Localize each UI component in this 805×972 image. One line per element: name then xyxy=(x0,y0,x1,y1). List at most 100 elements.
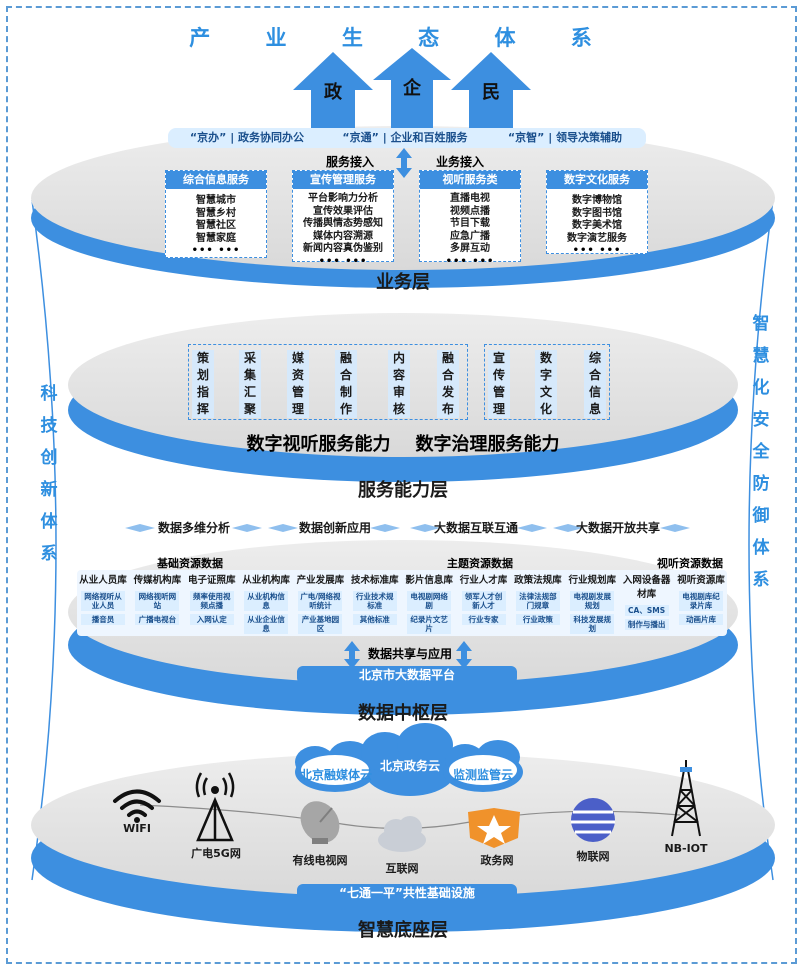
svc-item: 智慧城市 xyxy=(196,195,236,206)
svc-item: 智慧家庭 xyxy=(196,232,236,244)
database-head: 技术标准库 xyxy=(351,575,399,586)
database-column[interactable]: 入网设备器材库 CA、SMS 制作与播出 xyxy=(622,574,672,634)
big-data-platform: 北京市大数据平台 xyxy=(297,666,517,684)
database-item: CA、SMS xyxy=(624,605,669,616)
database-column[interactable]: 行业规划库电视剧发展规划科技发展规划 xyxy=(567,574,617,634)
more-dots: ••• ••• xyxy=(572,245,622,256)
database-head: 视听资源库 xyxy=(677,575,725,586)
svc-item: 智慧社区 xyxy=(196,220,236,231)
data-group-label: 视听资源数据 xyxy=(657,557,723,570)
database-column[interactable]: 视听资源库电视剧库纪录片库动画片库 xyxy=(676,574,726,634)
capability-layer-label: 服务能力层 xyxy=(358,480,448,501)
service-access-label: 服务接入 xyxy=(325,155,374,169)
capability-group-governance xyxy=(484,344,610,420)
database-item: 从业企业信息 xyxy=(244,614,289,634)
left-curve xyxy=(31,199,57,881)
database-head: 从业人员库 xyxy=(79,575,127,586)
database-head: 传媒机构库 xyxy=(133,575,182,586)
data-diamond: 数据创新应用 xyxy=(298,521,371,535)
more-dots: ••• ••• xyxy=(191,245,241,256)
database-head: 从业机构库 xyxy=(242,575,290,586)
clouds xyxy=(295,723,523,796)
svc-item: 数字演艺服务 xyxy=(567,232,627,244)
pill-jingzhi[interactable]: “京智” | 领导决策辅助 xyxy=(507,131,623,144)
database-column[interactable]: 影片信息库电视剧网络剧纪录片文艺片 xyxy=(404,574,454,634)
capability-group-audiovisual xyxy=(188,344,468,420)
svc-item: 多屏互动 xyxy=(450,243,490,254)
svc-column-audiovisual: 视听服务类 直播电视 视频点播 节目下载 应急广播 多屏互动 ••• ••• xyxy=(419,170,521,267)
svc-head: 视听服务类 xyxy=(420,171,520,189)
data-diamond: 数据多维分析 xyxy=(157,521,230,535)
database-item: 行业专家 xyxy=(461,614,506,625)
database-head: 政策法规库 xyxy=(514,575,562,586)
top-pills-bar xyxy=(168,128,646,148)
cloud-monitor: 监测监管云 xyxy=(452,768,513,782)
right-vertical-label: 智慧化安全防御体系 xyxy=(752,314,770,590)
more-dots: ••• ••• xyxy=(318,255,368,267)
database-column[interactable]: 产业发展库广电/网络视听统计产业基地园区 xyxy=(295,574,345,634)
svc-item: 新闻内容真伪鉴别 xyxy=(303,243,383,254)
svc-column-culture: 数字文化服务 数字博物馆 数字图书馆 数字美术馆 数字演艺服务 ••• ••• xyxy=(546,170,648,256)
database-head: 入网设备器材库 xyxy=(622,575,671,600)
net-iot: 物联网 xyxy=(576,850,610,863)
page-title: 产 业 生 态 体 系 xyxy=(189,26,616,50)
database-column[interactable]: 政策法规库法律法规部门规章行业政策 xyxy=(513,574,563,634)
svc-head: 宣传管理服务 xyxy=(293,171,393,189)
data-diamond: 大数据互联互通 xyxy=(433,521,518,535)
net-nb-iot: NB-IOT xyxy=(664,842,708,855)
svc-item: 视频点播 xyxy=(450,205,490,217)
database-column[interactable]: 技术标准库行业技术规标准其他标准 xyxy=(350,574,400,634)
svc-item: 平台影响力分析 xyxy=(308,193,378,204)
database-column[interactable]: 从业人员库网络视听从业人员播音员 xyxy=(78,574,128,634)
database-row: 从业人员库网络视听从业人员播音员传媒机构库网络视听网站广播电视台电子证照库频率使… xyxy=(78,574,726,634)
cap-item: 宣传管理 xyxy=(488,350,510,418)
database-head: 产业发展库 xyxy=(296,575,345,586)
database-item: 行业技术规标准 xyxy=(352,591,397,611)
arrow-label-people: 民 xyxy=(482,82,500,103)
database-item: 电视剧发展规划 xyxy=(570,591,615,611)
database-item: 其他标准 xyxy=(352,614,397,625)
database-item: 网络视听从业人员 xyxy=(81,591,125,611)
net-gov: 政务网 xyxy=(480,854,514,867)
database-item: 电视剧库纪录片库 xyxy=(678,591,723,611)
nb-iot-tower-icon xyxy=(671,760,701,837)
data-group-label: 基础资源数据 xyxy=(157,557,223,570)
net-cable-tv: 有线电视网 xyxy=(292,854,348,867)
capability-subtitle: 数字视听服务能力 数字治理服务能力 xyxy=(246,434,560,455)
satellite-dish-icon xyxy=(300,801,340,844)
database-item: 行业政策 xyxy=(515,614,560,625)
database-item: 产业基地园区 xyxy=(298,614,343,634)
svc-item: 数字博物馆 xyxy=(572,195,622,206)
up-arrows xyxy=(293,48,531,128)
data-layer-label: 数据中枢层 xyxy=(358,703,448,724)
svc-item: 媒体内容溯源 xyxy=(313,230,373,242)
database-column[interactable]: 传媒机构库网络视听网站广播电视台 xyxy=(132,574,182,634)
svc-head: 数字文化服务 xyxy=(547,171,647,189)
outer-frame xyxy=(6,6,797,964)
pill-jingban[interactable]: “京办” | 政务协同办公 xyxy=(189,131,305,144)
database-item: 制作与播出 xyxy=(624,619,669,630)
database-item: 广电/网络视听统计 xyxy=(298,591,343,611)
cap-item: 融合发布 xyxy=(437,350,459,418)
database-item: 播音员 xyxy=(81,614,125,625)
net-5g: 广电5G网 xyxy=(191,847,241,860)
svc-item: 宣传效果评估 xyxy=(313,205,373,217)
cap-item: 采集汇聚 xyxy=(239,350,261,418)
database-head: 行业人才库 xyxy=(459,575,508,586)
right-curve xyxy=(748,199,774,881)
pill-jingtong[interactable]: “京通” | 企业和百姓服务 xyxy=(342,131,468,144)
base-layer-label: 智慧底座层 xyxy=(358,920,448,941)
database-column[interactable]: 行业人才库领军人才创新人才行业专家 xyxy=(459,574,509,634)
wifi-icon xyxy=(113,789,161,817)
arrow-label-enterprise: 企 xyxy=(403,78,421,99)
database-column[interactable]: 从业机构库从业机构信息从业企业信息 xyxy=(241,574,291,634)
database-column[interactable]: 电子证照库频率使用视频点播入网认定 xyxy=(187,574,237,634)
svc-column-integrated: 综合信息服务 智慧城市 智慧乡村 智慧社区 智慧家庭 ••• ••• xyxy=(165,170,267,258)
cloud-gov: 北京政务云 xyxy=(379,759,440,773)
data-diamond: 大数据开放共享 xyxy=(575,521,660,535)
database-item: 科技发展规划 xyxy=(570,614,615,634)
gov-network-icon xyxy=(468,808,520,848)
more-dots: ••• ••• xyxy=(445,255,495,267)
svc-item: 智慧乡村 xyxy=(196,207,236,219)
database-item: 网络视听网站 xyxy=(135,591,180,611)
